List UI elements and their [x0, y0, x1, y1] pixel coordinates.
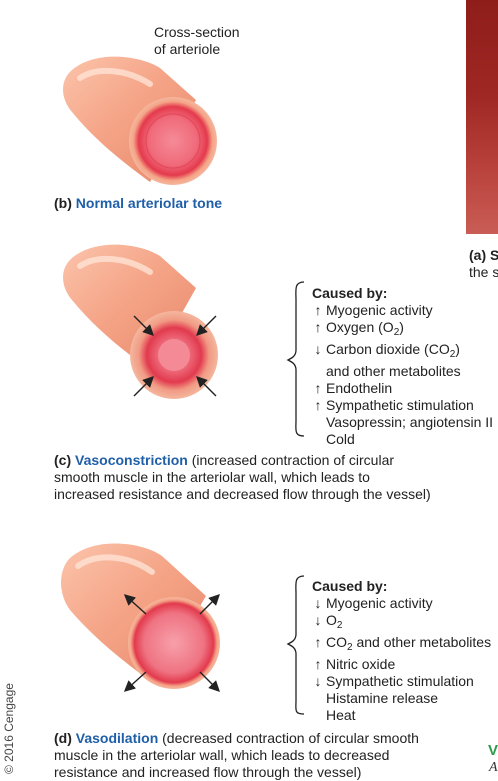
panel-c-cause-text: Endothelin	[326, 380, 393, 396]
panel-d-letter: (d)	[54, 730, 72, 746]
increase-arrow-icon: ↑	[314, 319, 322, 335]
panel-d-cause-text: Sympathetic stimulation	[326, 673, 474, 689]
panel-c-cause-item: ↑Oxygen (O2)	[312, 319, 493, 341]
right-edge-italic-fragment: A	[489, 760, 498, 775]
dilation-arrows	[123, 594, 220, 692]
cross-section-label-line2: of arteriole	[154, 41, 221, 57]
panel-d-cause-item: ↑Nitric oxide	[312, 656, 491, 673]
brace-c	[286, 281, 305, 437]
brace-d	[286, 575, 305, 715]
panel-a-fragment-line1: (a) S	[469, 247, 498, 263]
panel-c-cause-text: Sympathetic stimulation	[326, 397, 474, 413]
panel-d-caused-by-heading: Caused by:	[312, 578, 388, 594]
panel-d-cause-item: Histamine release	[312, 690, 491, 707]
right-edge-green-fragment: V	[488, 742, 498, 759]
panel-d-cause-text: Heat	[326, 707, 356, 723]
panel-c-cause-text: Oxygen (O2)	[326, 319, 404, 338]
panel-c-cause-text: Cold	[326, 431, 355, 447]
panel-c-cause-text: Carbon dioxide (CO2)	[326, 341, 460, 360]
panel-c-causes: Caused by: ↑Myogenic activity↑Oxygen (O2…	[312, 285, 493, 448]
subscript: 2	[347, 642, 353, 653]
panel-d-term: Vasodilation	[75, 730, 159, 746]
panel-d-cause-text: Myogenic activity	[326, 595, 433, 611]
panel-c-term: Vasoconstriction	[75, 452, 188, 468]
panel-d-cause-text: O2	[326, 612, 343, 631]
cross-section-label-line1: Cross-section	[154, 24, 240, 40]
panel-a-fragment-line2: the s	[469, 264, 498, 280]
panel-c-cause-item: Cold	[312, 431, 493, 448]
panel-c-cause-list: ↑Myogenic activity↑Oxygen (O2)↓Carbon di…	[312, 302, 494, 448]
panel-b-letter: (b)	[54, 195, 72, 211]
increase-arrow-icon: ↑	[314, 656, 322, 672]
increase-arrow-icon: ↑	[314, 380, 322, 396]
panel-d-cause-item: ↓Myogenic activity	[312, 595, 491, 612]
increase-arrow-icon: ↑	[314, 397, 322, 413]
panel-c-desc-line3: increased resistance and decreased flow …	[54, 486, 431, 502]
panel-c-cause-item: ↑Sympathetic stimulation	[312, 397, 493, 414]
subscript: 2	[449, 349, 456, 360]
panel-c-cause-item: Vasopressin; angiotensin II	[312, 414, 493, 431]
panel-d-cause-list: ↓Myogenic activity↓O2↑CO2 and other meta…	[312, 595, 492, 724]
copyright-notice: © 2016 Cengage	[2, 683, 16, 774]
micrograph-image-edge	[466, 0, 498, 234]
increase-arrow-icon: ↑	[314, 634, 322, 650]
decrease-arrow-icon: ↓	[314, 595, 322, 611]
panel-d-cause-text: CO2 and other metabolites	[326, 634, 492, 653]
panel-c-cause-item: ↓Carbon dioxide (CO2)	[312, 341, 493, 363]
cross-section-label: Cross-section of arteriole	[154, 24, 240, 58]
panel-d-cause-text: Histamine release	[326, 690, 439, 706]
panel-d-desc-line3: resistance and increased flow through th…	[54, 764, 362, 780]
decrease-arrow-icon: ↓	[314, 341, 322, 357]
subscript: 2	[393, 327, 400, 338]
panel-c-desc-line1: (increased contraction of circular	[191, 452, 395, 468]
panel-d-desc-line2: muscle in the arteriolar wall, which lea…	[54, 747, 390, 763]
panel-c-desc-line2: smooth muscle in the arteriolar wall, wh…	[54, 469, 370, 485]
panel-d-cause-item: ↓O2	[312, 612, 491, 634]
constriction-arrows	[133, 315, 217, 397]
panel-d-cause-item: ↑CO2 and other metabolites	[312, 634, 492, 656]
panel-d-cause-item: Heat	[312, 707, 491, 724]
panel-b-term: Normal arteriolar tone	[75, 195, 223, 211]
panel-d-caption: (d) Vasodilation (decreased contraction …	[54, 730, 474, 781]
panel-c-cause-text: Vasopressin; angiotensin II	[326, 414, 494, 430]
panel-c-cause-item: ↑Myogenic activity	[312, 302, 493, 319]
panel-c-letter: (c)	[54, 452, 72, 468]
decrease-arrow-icon: ↓	[314, 673, 322, 689]
increase-arrow-icon: ↑	[314, 302, 322, 318]
panel-a-caption-fragment: (a) S the s	[469, 247, 498, 281]
vessel-dilated	[61, 543, 220, 689]
decrease-arrow-icon: ↓	[314, 612, 322, 628]
panel-c-cause-item: and other metabolites	[312, 363, 493, 380]
panel-b-label: (b) Normal arteriolar tone	[54, 195, 222, 212]
panel-c-cause-text: Myogenic activity	[326, 302, 433, 318]
panel-d-cause-text: Nitric oxide	[326, 656, 396, 672]
panel-c-caused-by-heading: Caused by:	[312, 285, 388, 301]
panel-c-cause-text: and other metabolites	[326, 363, 461, 379]
vessel-normal	[63, 56, 217, 185]
panel-c-caption: (c) Vasoconstriction (increased contract…	[54, 452, 494, 503]
panel-d-cause-item: ↓Sympathetic stimulation	[312, 673, 491, 690]
panel-d-causes: Caused by: ↓Myogenic activity↓O2↑CO2 and…	[312, 578, 491, 724]
subscript: 2	[336, 620, 343, 631]
panel-d-desc-line1: (decreased contraction of circular smoot…	[162, 730, 419, 746]
panel-c-cause-item: ↑Endothelin	[312, 380, 493, 397]
